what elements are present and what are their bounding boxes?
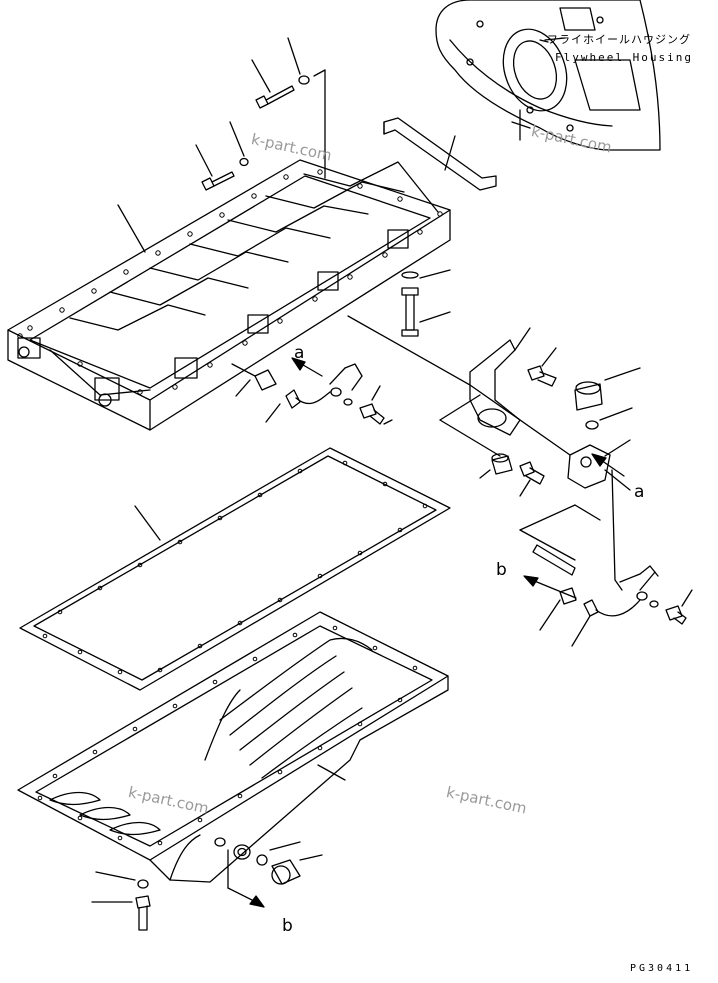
flywheel-housing-label-en: Flywheel Housing [555,51,693,64]
flywheel-housing [436,0,660,150]
left-fittings [232,358,392,424]
stiffener-bracket [384,118,496,190]
drain-plug-parts [92,838,322,930]
callout-b-bottom: b [282,916,293,936]
bolts-upper [118,38,325,252]
callout-a-left: a [294,343,305,363]
flywheel-housing-label-jp: フライホイールハウジング [547,33,691,46]
oil-pan [18,612,448,882]
gauge-bracket [348,316,640,590]
crankcase-frame [8,160,450,430]
long-bolt [402,270,450,336]
arrow-a-right [592,454,624,476]
callout-a-right: a [634,482,645,502]
oil-pan-gasket [20,448,450,690]
right-fittings [524,566,692,646]
drawing-code: PG30411 [630,963,694,974]
label-leader [540,40,548,42]
callout-b-right: b [496,560,507,580]
